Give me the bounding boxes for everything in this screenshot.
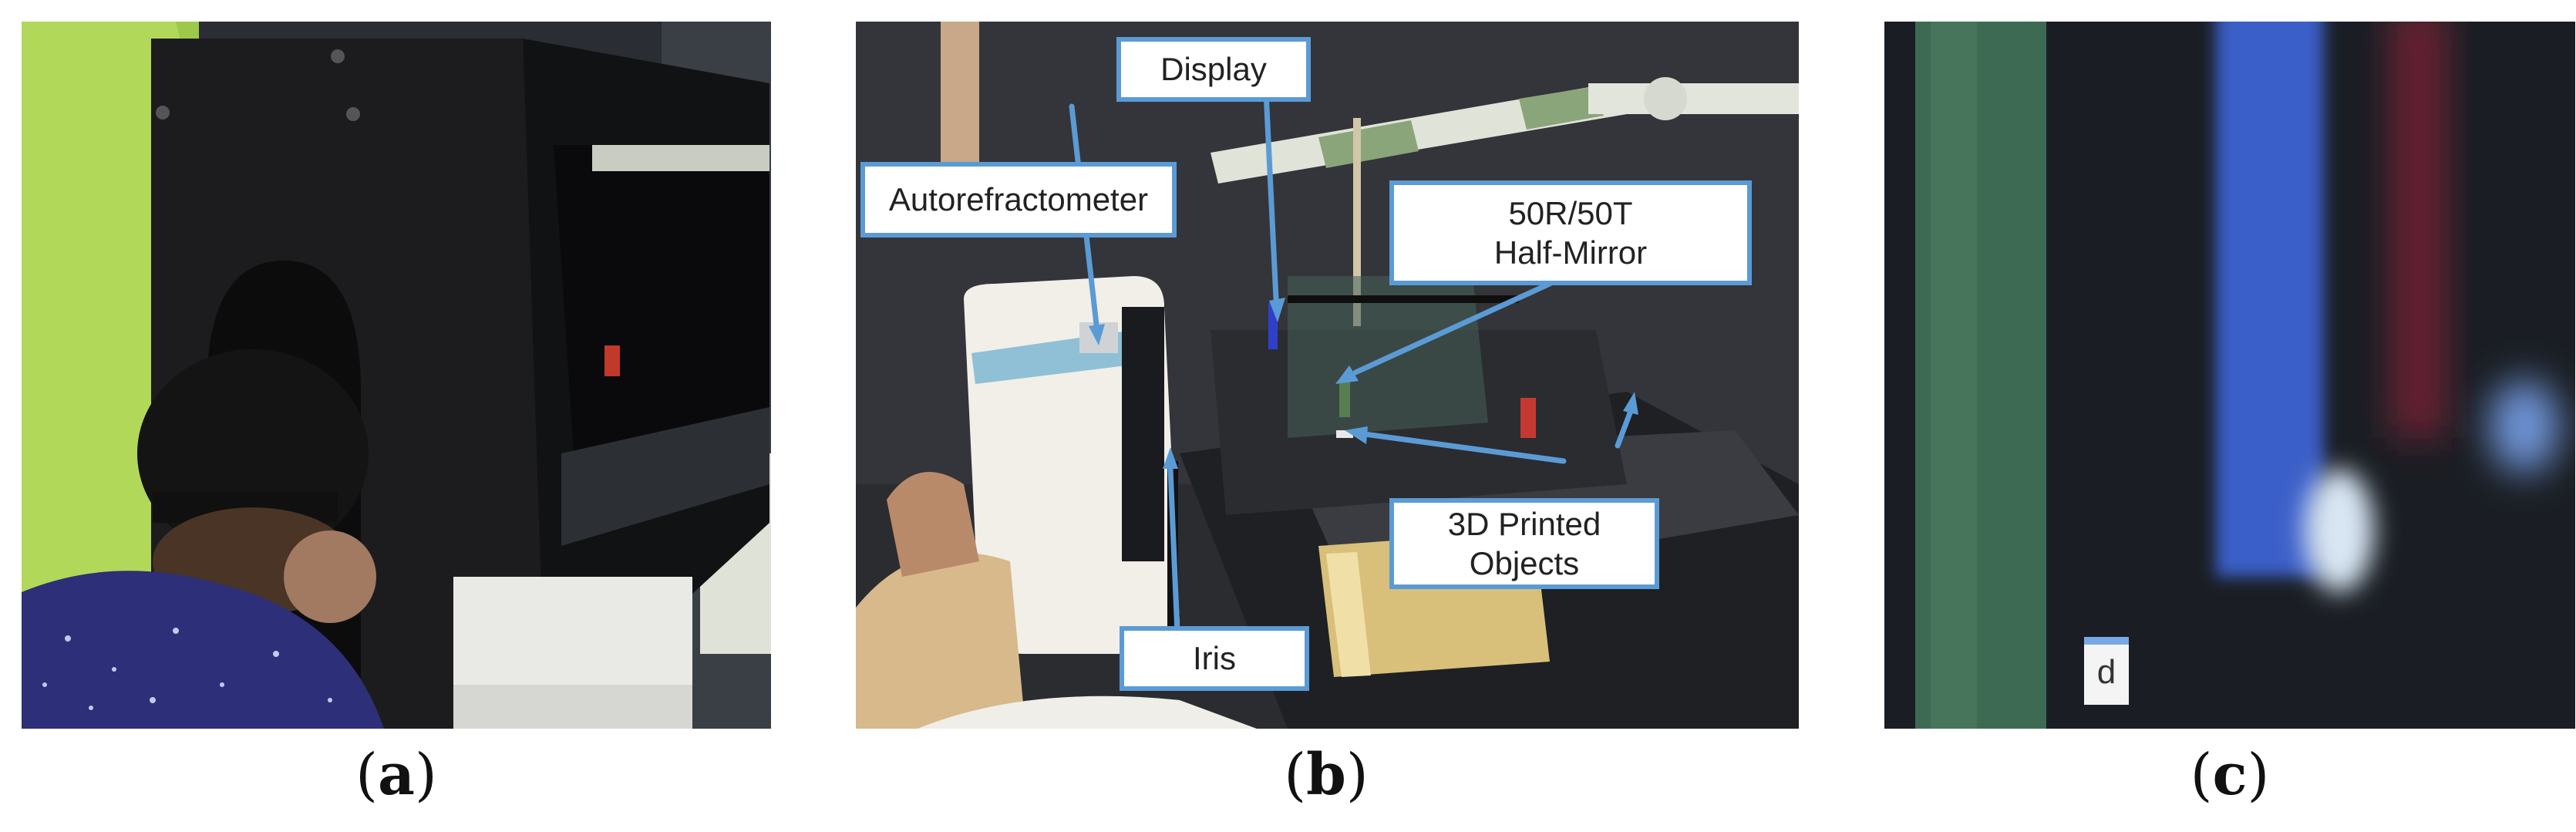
caption-a-letter: a xyxy=(378,742,415,808)
photo-panel-c xyxy=(1884,22,2575,729)
callout-half-mirror: 50R/50T Half-Mirror xyxy=(1389,180,1752,285)
callout-half-mirror-line1: 50R/50T xyxy=(1508,194,1633,231)
callout-half-mirror-line2: Half-Mirror xyxy=(1493,234,1648,271)
callout-autorefractometer: Autorefractometer xyxy=(860,162,1177,237)
callout-iris: Iris xyxy=(1120,626,1309,691)
callout-3d-printed-objects: 3D Printed Objects xyxy=(1389,498,1659,589)
caption-c: (c) xyxy=(2190,742,2270,808)
caption-b: (b) xyxy=(1284,742,1369,808)
callout-display-text: Display xyxy=(1160,51,1267,88)
marker-label-d: d xyxy=(2084,637,2129,705)
photo-panel-a xyxy=(22,22,771,729)
callout-display: Display xyxy=(1116,37,1311,102)
caption-a: (a) xyxy=(355,742,437,808)
callout-3d-printed-line1: 3D Printed xyxy=(1447,505,1601,542)
photo-panel-b xyxy=(856,22,1799,729)
callout-autorefractometer-text: Autorefractometer xyxy=(888,181,1149,218)
callout-3d-printed-line2: Objects xyxy=(1469,545,1580,581)
caption-b-letter: b xyxy=(1306,742,1346,808)
callout-iris-text: Iris xyxy=(1193,640,1236,677)
caption-c-letter: c xyxy=(2212,742,2248,808)
